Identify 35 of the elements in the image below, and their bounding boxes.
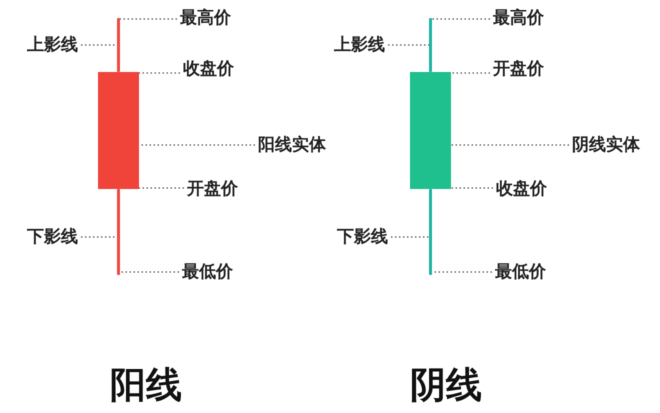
annotation-label: 阴线实体 [572, 135, 640, 155]
candle-body [410, 72, 451, 189]
leader-line [432, 18, 490, 20]
leader-line [451, 187, 493, 189]
leader-line [391, 236, 429, 238]
candle-wick [117, 18, 120, 72]
leader-line [388, 44, 429, 46]
annotation-label: 最高价 [493, 8, 544, 28]
leader-line [120, 271, 179, 273]
leader-line [451, 144, 569, 146]
annotation-label: 下影线 [27, 227, 78, 247]
annotation-label: 收盘价 [496, 179, 547, 199]
candle-wick [117, 189, 120, 275]
leader-line [81, 44, 117, 46]
candle-type-title: 阴线 [410, 365, 482, 405]
leader-line [139, 144, 255, 146]
candle-body [98, 72, 139, 189]
candle-type-title: 阳线 [110, 365, 182, 405]
annotation-label: 最高价 [180, 8, 231, 28]
leader-line [432, 271, 492, 273]
annotation-label: 开盘价 [493, 59, 544, 79]
annotation-label: 下影线 [337, 227, 388, 247]
annotation-label: 最低价 [182, 262, 233, 282]
candle-wick [429, 189, 432, 275]
leader-line [451, 72, 490, 74]
annotation-label: 阳线实体 [258, 135, 326, 155]
leader-line [120, 18, 177, 20]
annotation-label: 上影线 [27, 35, 78, 55]
annotation-label: 开盘价 [187, 179, 238, 199]
leader-line [81, 236, 117, 238]
candle-wick [429, 18, 432, 72]
annotation-label: 上影线 [334, 35, 385, 55]
annotation-label: 收盘价 [183, 59, 234, 79]
annotation-label: 最低价 [495, 262, 546, 282]
leader-line [139, 72, 180, 74]
